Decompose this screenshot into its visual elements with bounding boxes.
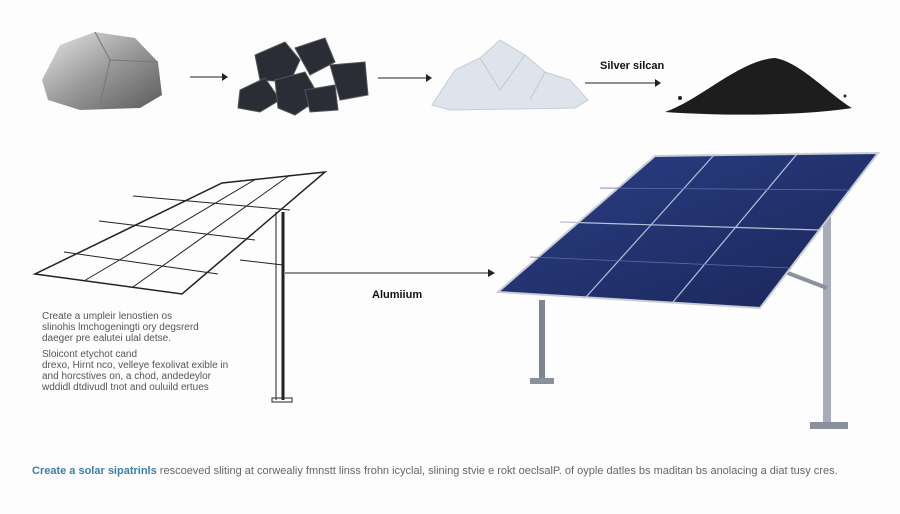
caption-highlight: Create a solar sipatrinls [32,465,157,477]
finished-solar-panel-image [495,151,881,429]
silver-silicon-label: Silver silcan [600,60,665,72]
arrow-3 [585,79,661,87]
metallurgical-silicon-chunks-image [237,37,369,116]
caption-text: rescoeved sliting at corwealiy fmnstt li… [156,465,838,477]
caption: Create a solar sipatrinls rescoeved slit… [32,465,838,477]
panel-frame-sketch [32,170,328,403]
note-paragraph-2: Sloicont etychot cand drexo, Hirnt nco, … [42,349,242,393]
note-line: daeger pre ealutei ulal detse. [42,333,171,344]
aluminum-label: Alumiium [372,289,423,301]
arrow-1 [190,73,228,81]
purified-crystal-image [431,39,589,111]
arrow-4 [285,269,495,277]
silicon-powder-image [665,58,852,115]
note-line: and horcstives on, a chod, andedeylor [42,371,211,382]
note-line: Create a umpleir lenostien os [42,311,173,322]
note-line: wddidl dtdivudl tnot and ouluild ertues [42,382,209,393]
note-line: slinohis lmchogeningti ory degsrerd [42,322,199,333]
note-line: drexo, Hirnt nco, velleye fexolivat exib… [42,360,229,371]
note-paragraph-1: Create a umpleir lenostien os slinohis l… [42,311,242,344]
arrow-2 [378,74,432,82]
raw-quartz-rock-image [42,31,162,110]
note-line: Sloicont etychot cand [42,349,138,360]
